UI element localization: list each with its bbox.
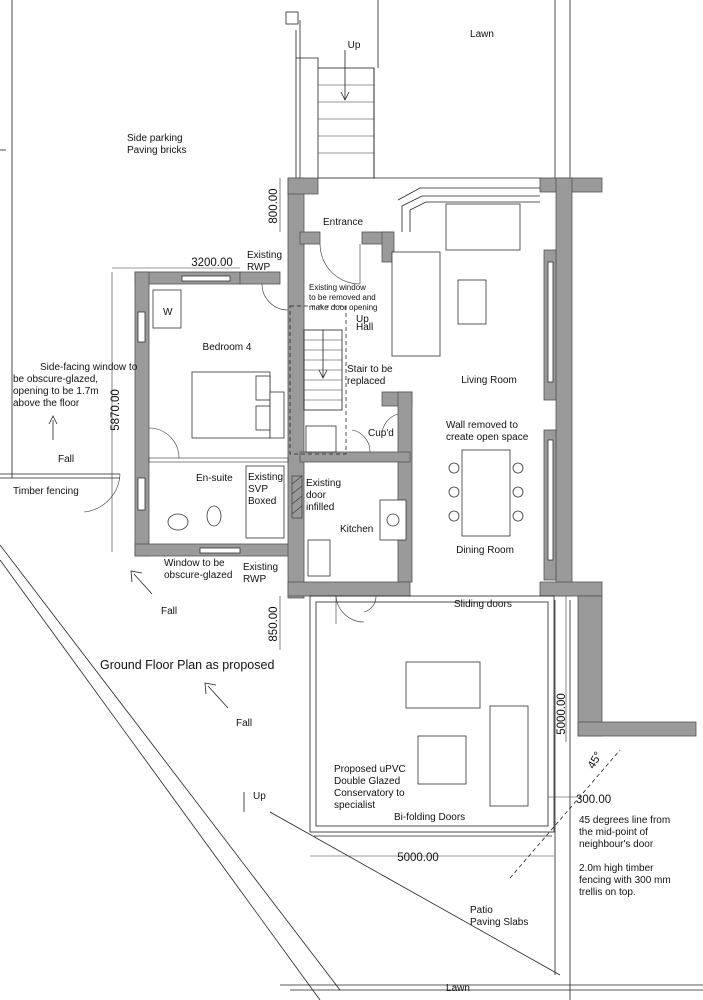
dining-room-label: Dining Room	[456, 545, 514, 556]
window-removed-note-1: Existing window	[309, 283, 366, 292]
window-removed-note-3: make door opening	[309, 303, 378, 312]
side-window-note-1: Side-facing window to	[40, 362, 138, 373]
door-infill	[291, 475, 303, 519]
fall-label-3: Fall	[236, 718, 252, 729]
lawn-top-label: Lawn	[470, 29, 494, 40]
entrance-label: Entrance	[323, 217, 363, 228]
dim-5000-horizontal: 5000.00	[397, 852, 439, 864]
rwp-top-label-1: Existing	[247, 250, 282, 261]
front-steps	[285, 11, 410, 179]
dim-5870: 5870.00	[110, 389, 122, 431]
side-window-note-4: above the floor	[13, 398, 80, 409]
hall-label: Hall	[356, 322, 373, 333]
stair-replaced-note-1: Stair to be	[347, 364, 393, 375]
ensuite-label: En-suite	[196, 473, 233, 484]
bifolding-doors-label: Bi-folding Doors	[394, 812, 465, 823]
fencing-note-3: trellis on top.	[579, 887, 636, 898]
line-45-note-1: 45 degrees line from	[579, 815, 670, 826]
fall-arrowhead-3	[204, 682, 217, 695]
bay-window	[397, 177, 540, 232]
door-infilled-note-2: door	[306, 490, 327, 501]
windows	[137, 261, 554, 561]
side-parking-label: Side parking	[127, 133, 183, 144]
stair-replaced-note-2: replaced	[347, 376, 385, 387]
fencing-note-2: fencing with 300 mm	[579, 875, 671, 886]
window-obscure-note-2: obscure-glazed	[164, 570, 232, 581]
door-infilled-note-3: infilled	[306, 502, 334, 513]
wall-removed-note-1: Wall removed to	[446, 420, 518, 431]
conservatory	[309, 595, 555, 837]
furniture	[152, 203, 529, 807]
side-window-note-3: opening to be 1.7m	[13, 386, 99, 397]
svp-note-1: Existing	[248, 472, 283, 483]
paving-bricks-label: Paving bricks	[127, 145, 186, 156]
timber-fencing-label: Timber fencing	[13, 486, 79, 497]
wall-removed-note-2: create open space	[446, 432, 529, 443]
dimension-lines	[111, 178, 621, 879]
angle-45-label: 45°	[586, 750, 605, 771]
fall-arrowhead-1	[48, 415, 58, 425]
fall-label-1: Fall	[58, 454, 74, 465]
line-45-note-3: neighbour's door	[579, 839, 654, 850]
conservatory-note-3: Conservatory to	[334, 788, 405, 799]
patio-label: Patio	[470, 905, 493, 916]
dim-5000-vertical: 5000.00	[556, 693, 568, 735]
walls	[134, 177, 697, 737]
plan-title: Ground Floor Plan as proposed	[100, 658, 274, 672]
fall-arrowhead-2	[130, 570, 143, 583]
dim-800: 800.00	[268, 188, 280, 223]
bedroom-label: Bedroom 4	[203, 342, 252, 353]
window-removed-note-2: to be removed and	[309, 293, 376, 302]
fall-label-2: Fall	[161, 606, 177, 617]
dim-300: 300.00	[576, 794, 611, 806]
dim-850: 850.00	[268, 606, 280, 641]
stair-up-label: Up	[356, 314, 369, 325]
living-room-label: Living Room	[461, 375, 517, 386]
conservatory-note-1: Proposed uPVC	[334, 764, 406, 775]
fall-arrow-3	[207, 685, 229, 709]
wardrobe-label: W	[163, 307, 173, 318]
dim-3200: 3200.00	[191, 257, 233, 269]
door-infilled-note-1: Existing	[306, 478, 341, 489]
window-obscure-note-1: Window to be	[164, 558, 225, 569]
rwp-bottom-label-2: RWP	[243, 574, 266, 585]
steps-up-label: Up	[348, 40, 361, 51]
line-45-note-2: the mid-point of	[579, 827, 648, 838]
fall-arrow-2	[133, 573, 153, 595]
paving-slabs-label: Paving Slabs	[470, 917, 528, 928]
path-up-label: Up	[253, 791, 266, 802]
internal-stairs	[289, 305, 347, 455]
rwp-bottom-label-1: Existing	[243, 562, 278, 573]
kitchen-label: Kitchen	[340, 524, 373, 535]
fencing-note-1: 2.0m high timber	[579, 863, 654, 874]
conservatory-note-2: Double Glazed	[334, 776, 400, 787]
lawn-bottom-label: Lawn	[446, 983, 470, 994]
side-window-note-2: be obscure-glazed,	[13, 374, 98, 385]
svp-note-3: Boxed	[248, 496, 276, 507]
doors	[83, 243, 399, 624]
svp-note-2: SVP	[248, 484, 268, 495]
cupboard-label: Cup'd	[368, 428, 394, 439]
conservatory-note-4: specialist	[334, 800, 375, 811]
sliding-doors-label: Sliding doors	[454, 599, 512, 610]
rwp-top-label-2: RWP	[247, 262, 270, 273]
